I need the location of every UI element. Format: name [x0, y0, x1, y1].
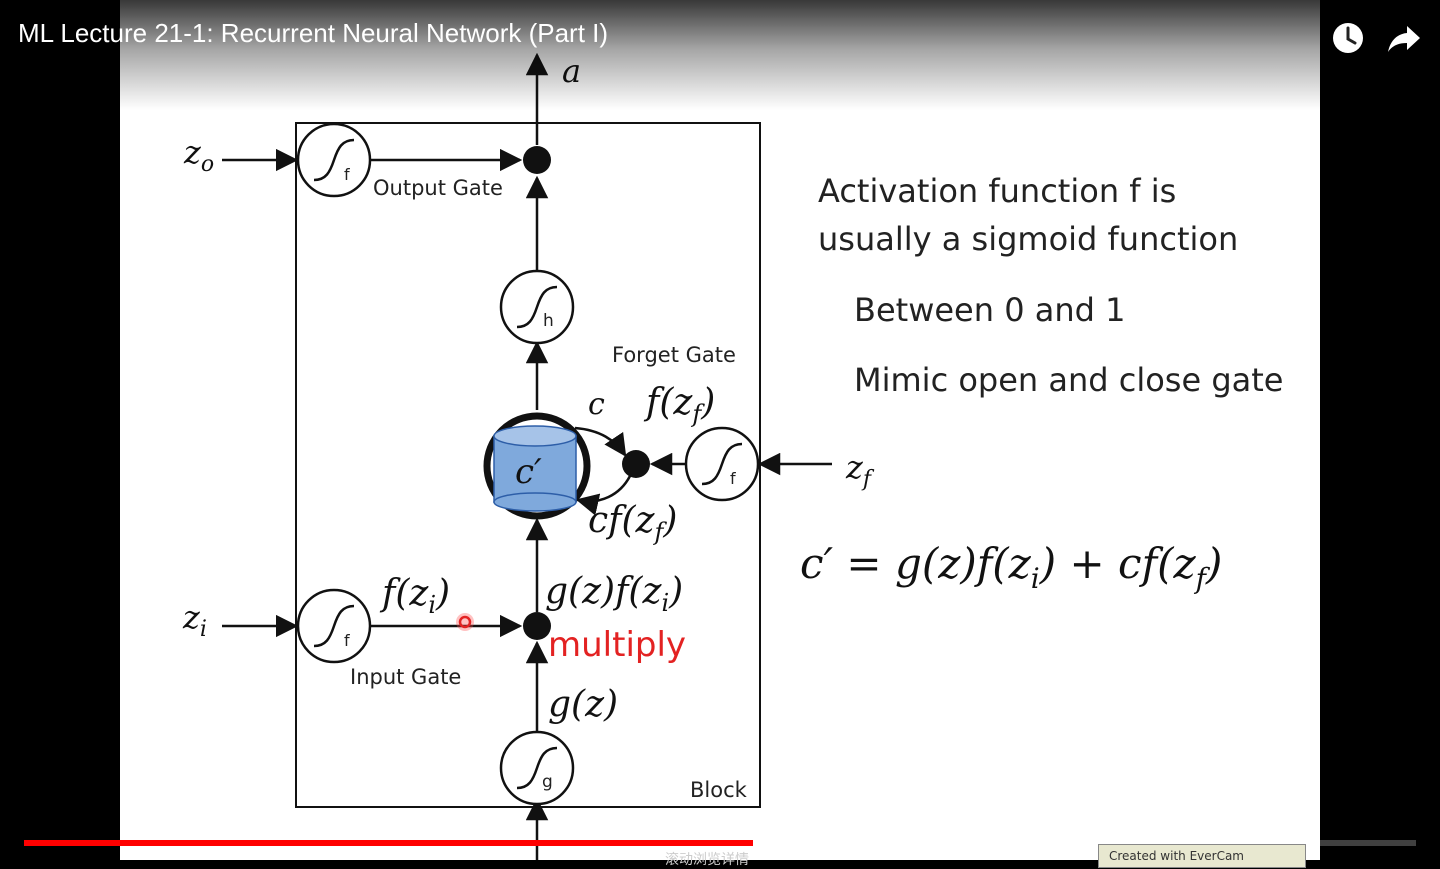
f-zf-label: f(zf)	[643, 382, 715, 428]
svg-text:g: g	[542, 772, 553, 792]
output-gate-sigmoid-icon: f	[296, 122, 372, 198]
note-line-2: usually a sigmoid function	[818, 220, 1239, 258]
svg-text:f: f	[344, 165, 350, 184]
z-i-label: zi	[182, 598, 207, 642]
input-gate-sigmoid-icon: f	[296, 588, 372, 664]
forget-multiply-node	[622, 450, 650, 478]
gz-fzi-label: g(z)f(zi)	[545, 571, 683, 617]
gz-label: g(z)	[548, 684, 618, 725]
video-title[interactable]: ML Lecture 21-1: Recurrent Neural Networ…	[18, 18, 609, 48]
note-line-3: Between 0 and 1	[854, 291, 1126, 329]
svg-text:h: h	[543, 311, 554, 331]
top-overlay	[0, 0, 1440, 110]
note-line-1: Activation function f is	[818, 172, 1177, 210]
progress-bar[interactable]	[24, 840, 1416, 846]
c-label: c	[588, 387, 605, 422]
memory-cell: c′	[483, 412, 591, 520]
output-multiply-node	[523, 146, 551, 174]
input-gate-label: Input Gate	[350, 665, 461, 689]
svg-text:c′: c′	[515, 452, 542, 492]
z-f-label: zf	[845, 448, 875, 492]
g-activation-icon: g	[499, 730, 575, 806]
z-input-label: z	[549, 850, 568, 860]
progress-played	[24, 840, 754, 846]
output-gate-label: Output Gate	[373, 176, 503, 200]
z-o-label: zo	[183, 133, 214, 177]
forget-gate-label: Forget Gate	[612, 343, 736, 367]
svg-text:f: f	[344, 631, 350, 650]
cell-update-formula: c′ = g(z)f(zi) + cf(zf)	[800, 539, 1222, 595]
evercam-watermark: Created with EverCam	[1098, 844, 1306, 868]
subtitle-text: 滚动浏览详情	[665, 852, 749, 868]
watch-later-clock-icon[interactable]	[1328, 18, 1368, 58]
note-line-4: Mimic open and close gate	[854, 361, 1284, 399]
forget-gate-sigmoid-icon: f	[684, 426, 760, 502]
pointer-cursor	[456, 613, 474, 631]
block-label: Block	[690, 778, 748, 802]
h-activation-icon: h	[499, 269, 575, 345]
multiply-label: multiply	[548, 625, 686, 665]
cf-zf-label: cf(zf)	[588, 500, 677, 546]
f-zi-label: f(zi)	[379, 573, 450, 619]
share-arrow-icon[interactable]	[1384, 18, 1424, 58]
svg-text:f: f	[730, 469, 736, 488]
input-multiply-node	[523, 612, 551, 640]
